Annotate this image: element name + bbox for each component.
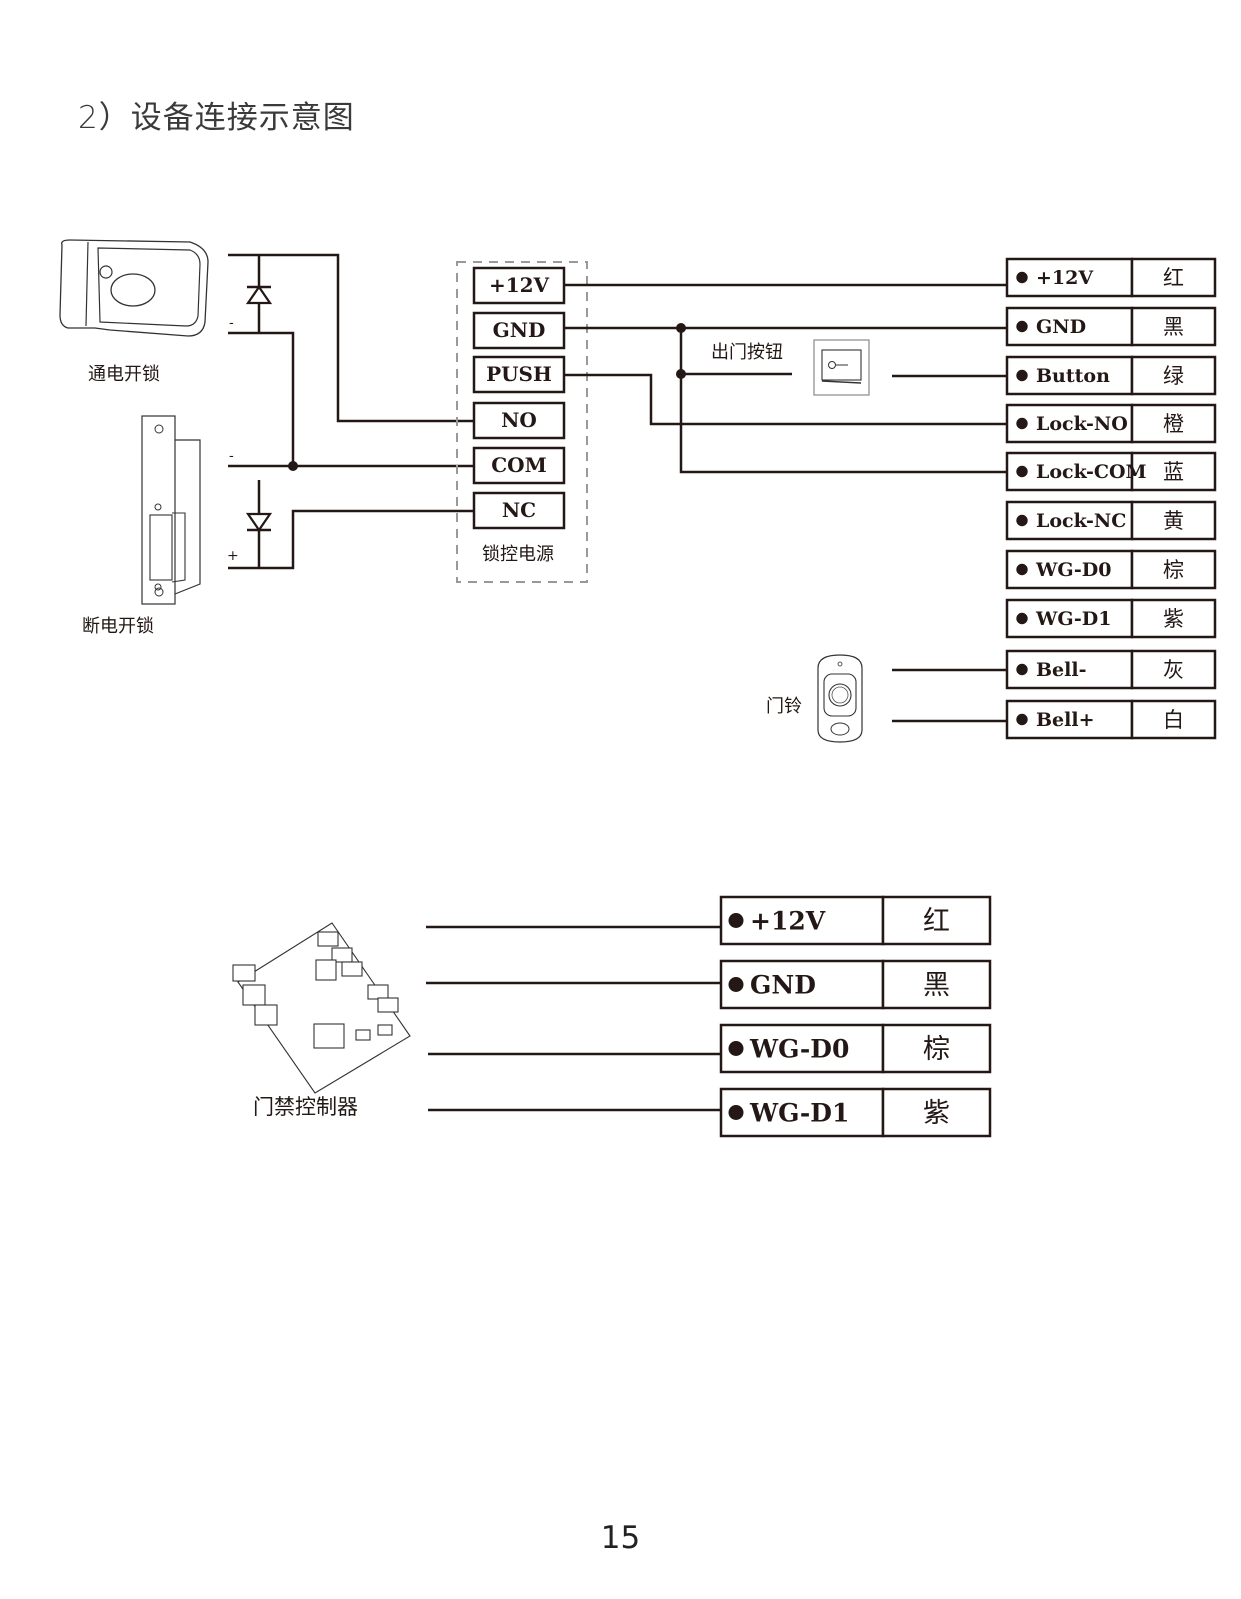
signal-label: Bell- — [1036, 659, 1086, 681]
wire-color-label: 黑 — [923, 970, 950, 1001]
signal-label: Bell+ — [1036, 709, 1095, 731]
connector-row: WG-D0 棕 — [1005, 549, 1217, 590]
power-off-lock-icon — [141, 415, 201, 605]
wire-color-label: 棕 — [1163, 558, 1184, 582]
connector-row: Lock-NO 橙 — [1005, 403, 1217, 444]
terminal-nc: NC — [472, 491, 566, 530]
connector-row: Bell+ 白 — [1005, 699, 1217, 740]
page-number: 15 — [600, 1520, 641, 1556]
terminal-label: PUSH — [486, 362, 552, 386]
wire-color-label: 绿 — [1163, 364, 1184, 388]
terminal-no: NO — [472, 401, 566, 440]
pin-dot-icon — [1016, 563, 1028, 576]
connector-table-1: +12V 红 GND 黑 Button 绿 Lock-NO 橙 Lock-COM 蓝 Lock-NC… — [1005, 257, 1217, 740]
signal-label: +12V — [750, 906, 826, 935]
connector-row: GND 黑 — [719, 959, 992, 1010]
terminal-com: COM — [472, 446, 566, 485]
power-supply-outline — [456, 261, 588, 583]
connector-row: +12V 红 — [719, 895, 992, 946]
exit-button-label: 出门按钮 — [711, 342, 783, 363]
wire-color-label: 蓝 — [1163, 460, 1184, 484]
power-on-lock-icon — [59, 239, 209, 337]
terminal-label: COM — [491, 453, 546, 477]
terminal-label: NC — [502, 498, 536, 522]
wire-lock1-minus — [228, 331, 295, 466]
doorbell-icon — [817, 654, 863, 743]
connector-row: Button 绿 — [1005, 355, 1217, 396]
connector-row: WG-D1 紫 — [719, 1087, 992, 1138]
power-supply-label: 锁控电源 — [482, 544, 554, 565]
signal-label: Button — [1036, 365, 1110, 387]
lock-wiring — [228, 253, 474, 570]
power-on-lock-label: 通电开锁 — [88, 364, 160, 385]
pin-dot-icon — [1016, 271, 1028, 284]
pin-dot-icon — [1016, 663, 1028, 676]
wire-color-label: 橙 — [1163, 412, 1184, 436]
terminal-12v: +12V — [472, 266, 566, 305]
signal-label: WG-D1 — [749, 1098, 849, 1127]
pin-dot-icon — [1016, 465, 1028, 478]
polarity-top-minus: - — [229, 315, 234, 331]
pin-dot-icon — [728, 977, 744, 992]
access-controller-label: 门禁控制器 — [253, 1095, 358, 1119]
pin-dot-icon — [1016, 320, 1028, 333]
wire-lock-no — [228, 253, 474, 423]
wire-color-label: 紫 — [1163, 607, 1184, 631]
connector-row: GND 黑 — [1005, 306, 1217, 347]
exit-button-icon — [813, 339, 870, 396]
signal-label: Lock-COM — [1036, 461, 1147, 483]
power-off-lock-label: 断电开锁 — [82, 616, 154, 637]
connector-row: Lock-NC 黄 — [1005, 500, 1217, 541]
signal-label: Lock-NO — [1036, 413, 1128, 435]
wire-nc — [228, 509, 474, 570]
connector-row: WG-D1 紫 — [1005, 598, 1217, 639]
wire-color-label: 红 — [1163, 266, 1184, 290]
middle-wiring — [564, 283, 1007, 723]
wire-color-label: 黑 — [1163, 315, 1184, 339]
pin-dot-icon — [1016, 514, 1028, 527]
pin-dot-icon — [728, 913, 744, 928]
wire-color-label: 黄 — [1163, 509, 1184, 533]
access-controller-icon — [232, 922, 411, 1094]
terminal-label: NO — [501, 408, 537, 432]
terminal-gnd: GND — [472, 311, 566, 350]
pin-dot-icon — [1016, 713, 1028, 726]
wire-color-label: 紫 — [923, 1098, 950, 1129]
power-supply-terminals: +12V GND PUSH NO COM NC — [472, 266, 566, 530]
doorbell-label: 门铃 — [766, 696, 802, 717]
polarity-mid-minus: - — [229, 448, 234, 464]
pin-dot-icon — [1016, 612, 1028, 625]
wire-color-label: 灰 — [1163, 658, 1184, 682]
signal-label: Lock-NC — [1036, 510, 1126, 532]
connector-row: Bell- 灰 — [1005, 649, 1217, 690]
signal-label: +12V — [1036, 267, 1094, 289]
controller-wiring — [426, 925, 721, 1112]
terminal-label: +12V — [489, 273, 550, 297]
pin-dot-icon — [728, 1041, 744, 1056]
connector-row: +12V 红 — [1005, 257, 1217, 298]
wire-color-label: 白 — [1163, 708, 1184, 732]
wire-color-label: 红 — [923, 906, 950, 937]
pin-dot-icon — [728, 1105, 744, 1120]
diode-top-icon — [245, 285, 273, 305]
connector-row: Lock-COM 蓝 — [1005, 451, 1217, 492]
wire-color-label: 棕 — [923, 1034, 950, 1065]
pin-dot-icon — [1016, 417, 1028, 430]
terminal-label: GND — [493, 318, 546, 342]
signal-label: WG-D1 — [1035, 608, 1112, 630]
junction-dot — [288, 461, 298, 471]
connector-table-2: +12V 红 GND 黑 WG-D0 棕 WG-D1 紫 — [719, 895, 992, 1138]
diode-bottom-icon — [245, 512, 273, 532]
signal-label: GND — [750, 970, 816, 999]
page-title: 2）设备连接示意图 — [78, 100, 355, 136]
signal-label: WG-D0 — [1035, 559, 1112, 581]
signal-label: GND — [1036, 316, 1086, 338]
terminal-push: PUSH — [472, 355, 566, 394]
pin-dot-icon — [1016, 369, 1028, 382]
wire-push-lockno — [564, 373, 1007, 426]
polarity-bottom-plus: + — [227, 548, 239, 564]
connector-row: WG-D0 棕 — [719, 1023, 992, 1074]
signal-label: WG-D0 — [749, 1034, 849, 1063]
